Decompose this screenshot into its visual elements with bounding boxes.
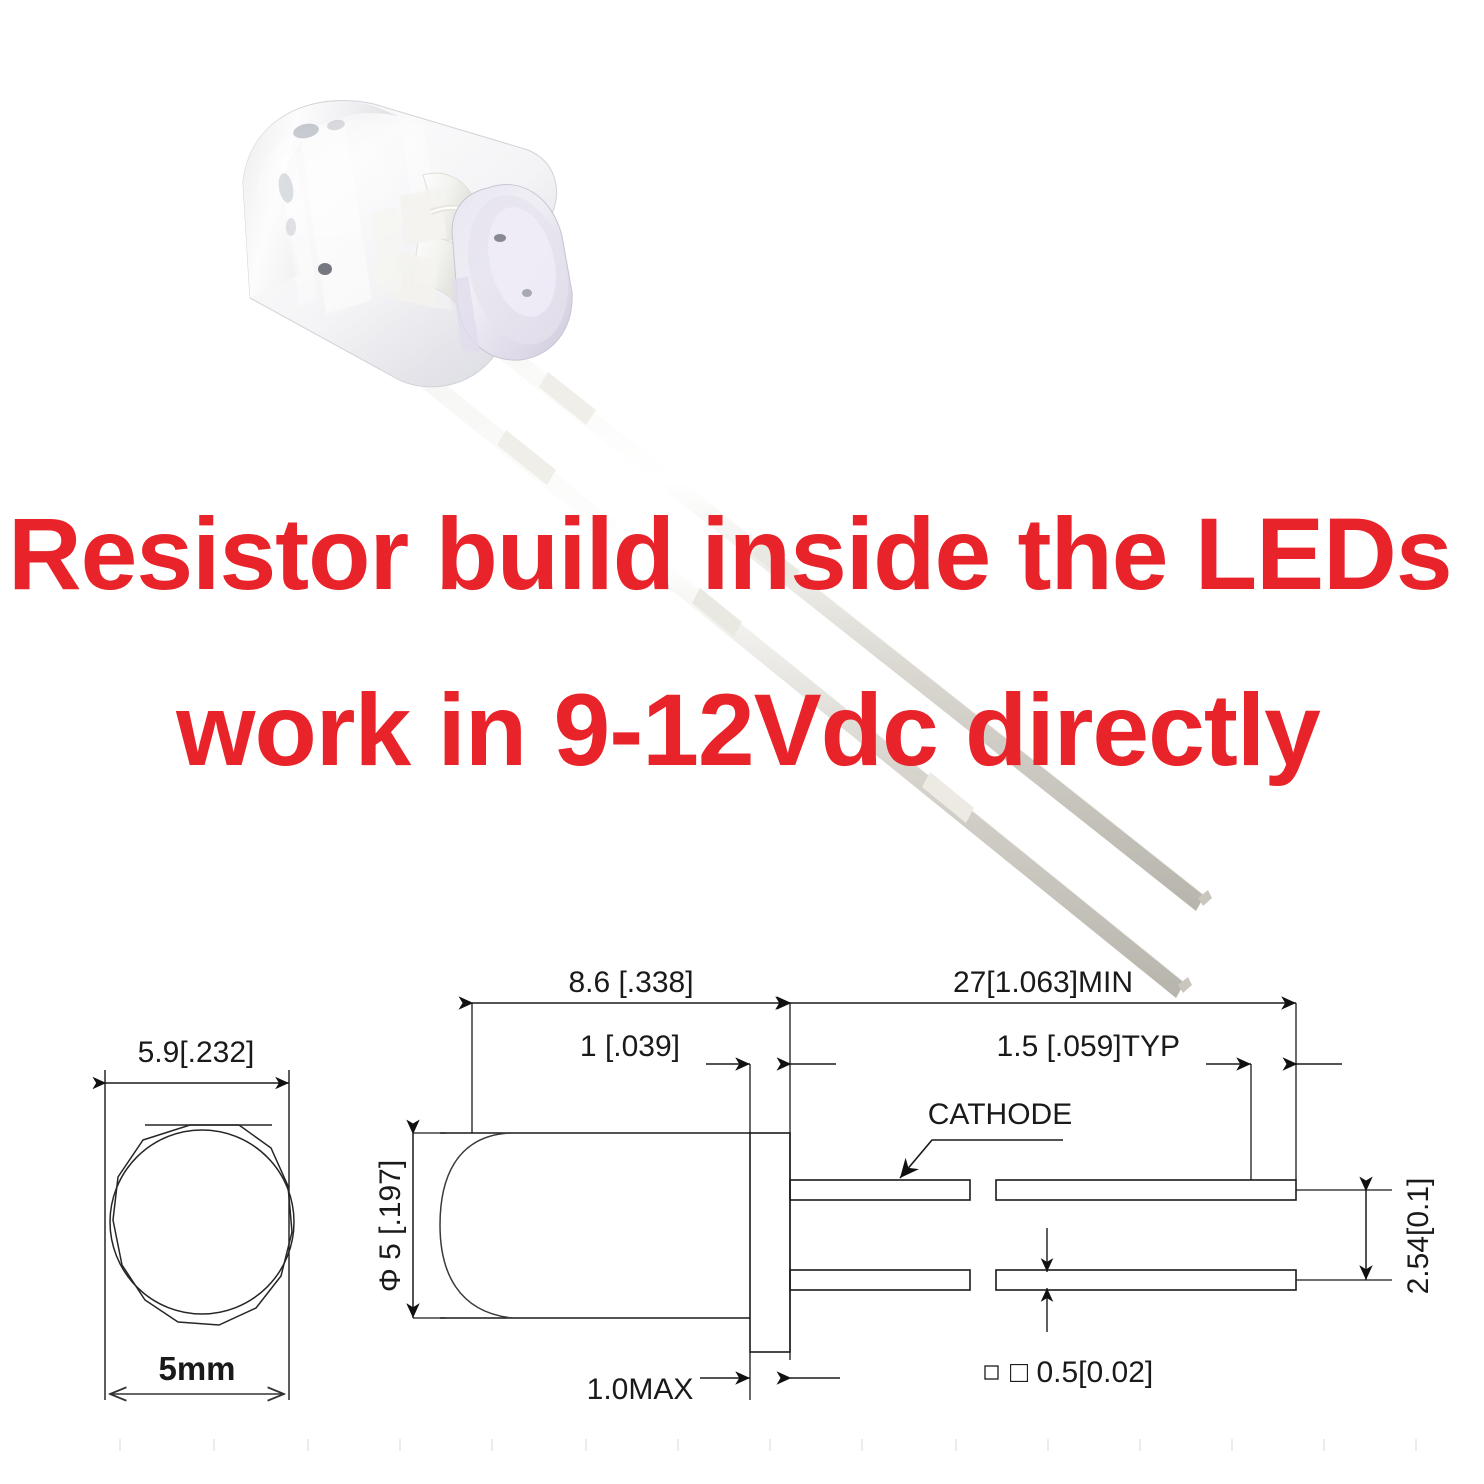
side-view-body-length-label: 8.6 [.338] <box>568 966 693 999</box>
led-lead-cathode <box>422 371 1192 998</box>
led-flange <box>451 184 573 361</box>
side-view-group: Φ 5 [.197] 8.6 [.338] 1 [.039] 27[1.063]… <box>374 966 1435 1406</box>
front-view-group: 5.9[.232] 5mm <box>92 1036 295 1400</box>
side-view-lead-section-label: □ 0.5[0.02] <box>1010 1356 1153 1389</box>
side-view-flange-thickness-label: 1 [.039] <box>580 1030 680 1063</box>
side-view-lead-length-label: 27[1.063]MIN <box>953 966 1133 999</box>
anode-lead-stub <box>789 1269 971 1291</box>
cathode-lead-long <box>995 1179 1297 1201</box>
square-section-symbol <box>984 1365 999 1380</box>
side-view-diameter-label: Φ 5 [.197] <box>374 1160 407 1292</box>
front-view-top-dimension-label: 5.9[.232] <box>138 1036 255 1069</box>
side-view-lead-pitch-label: 2.54[0.1] <box>1402 1178 1435 1295</box>
baseline-tick-row <box>119 1439 1417 1451</box>
cathode-callout-label: CATHODE <box>928 1098 1072 1131</box>
side-view-flange-base-label: 1.0MAX <box>587 1373 694 1406</box>
anode-lead-long <box>995 1269 1297 1291</box>
front-view-bottom-dimension-label: 5mm <box>158 1350 235 1387</box>
side-view-lead-gap-label: 1.5 [.059]TYP <box>997 1030 1180 1063</box>
cathode-lead-stub <box>789 1179 971 1201</box>
led-lead-anode <box>444 299 1212 911</box>
